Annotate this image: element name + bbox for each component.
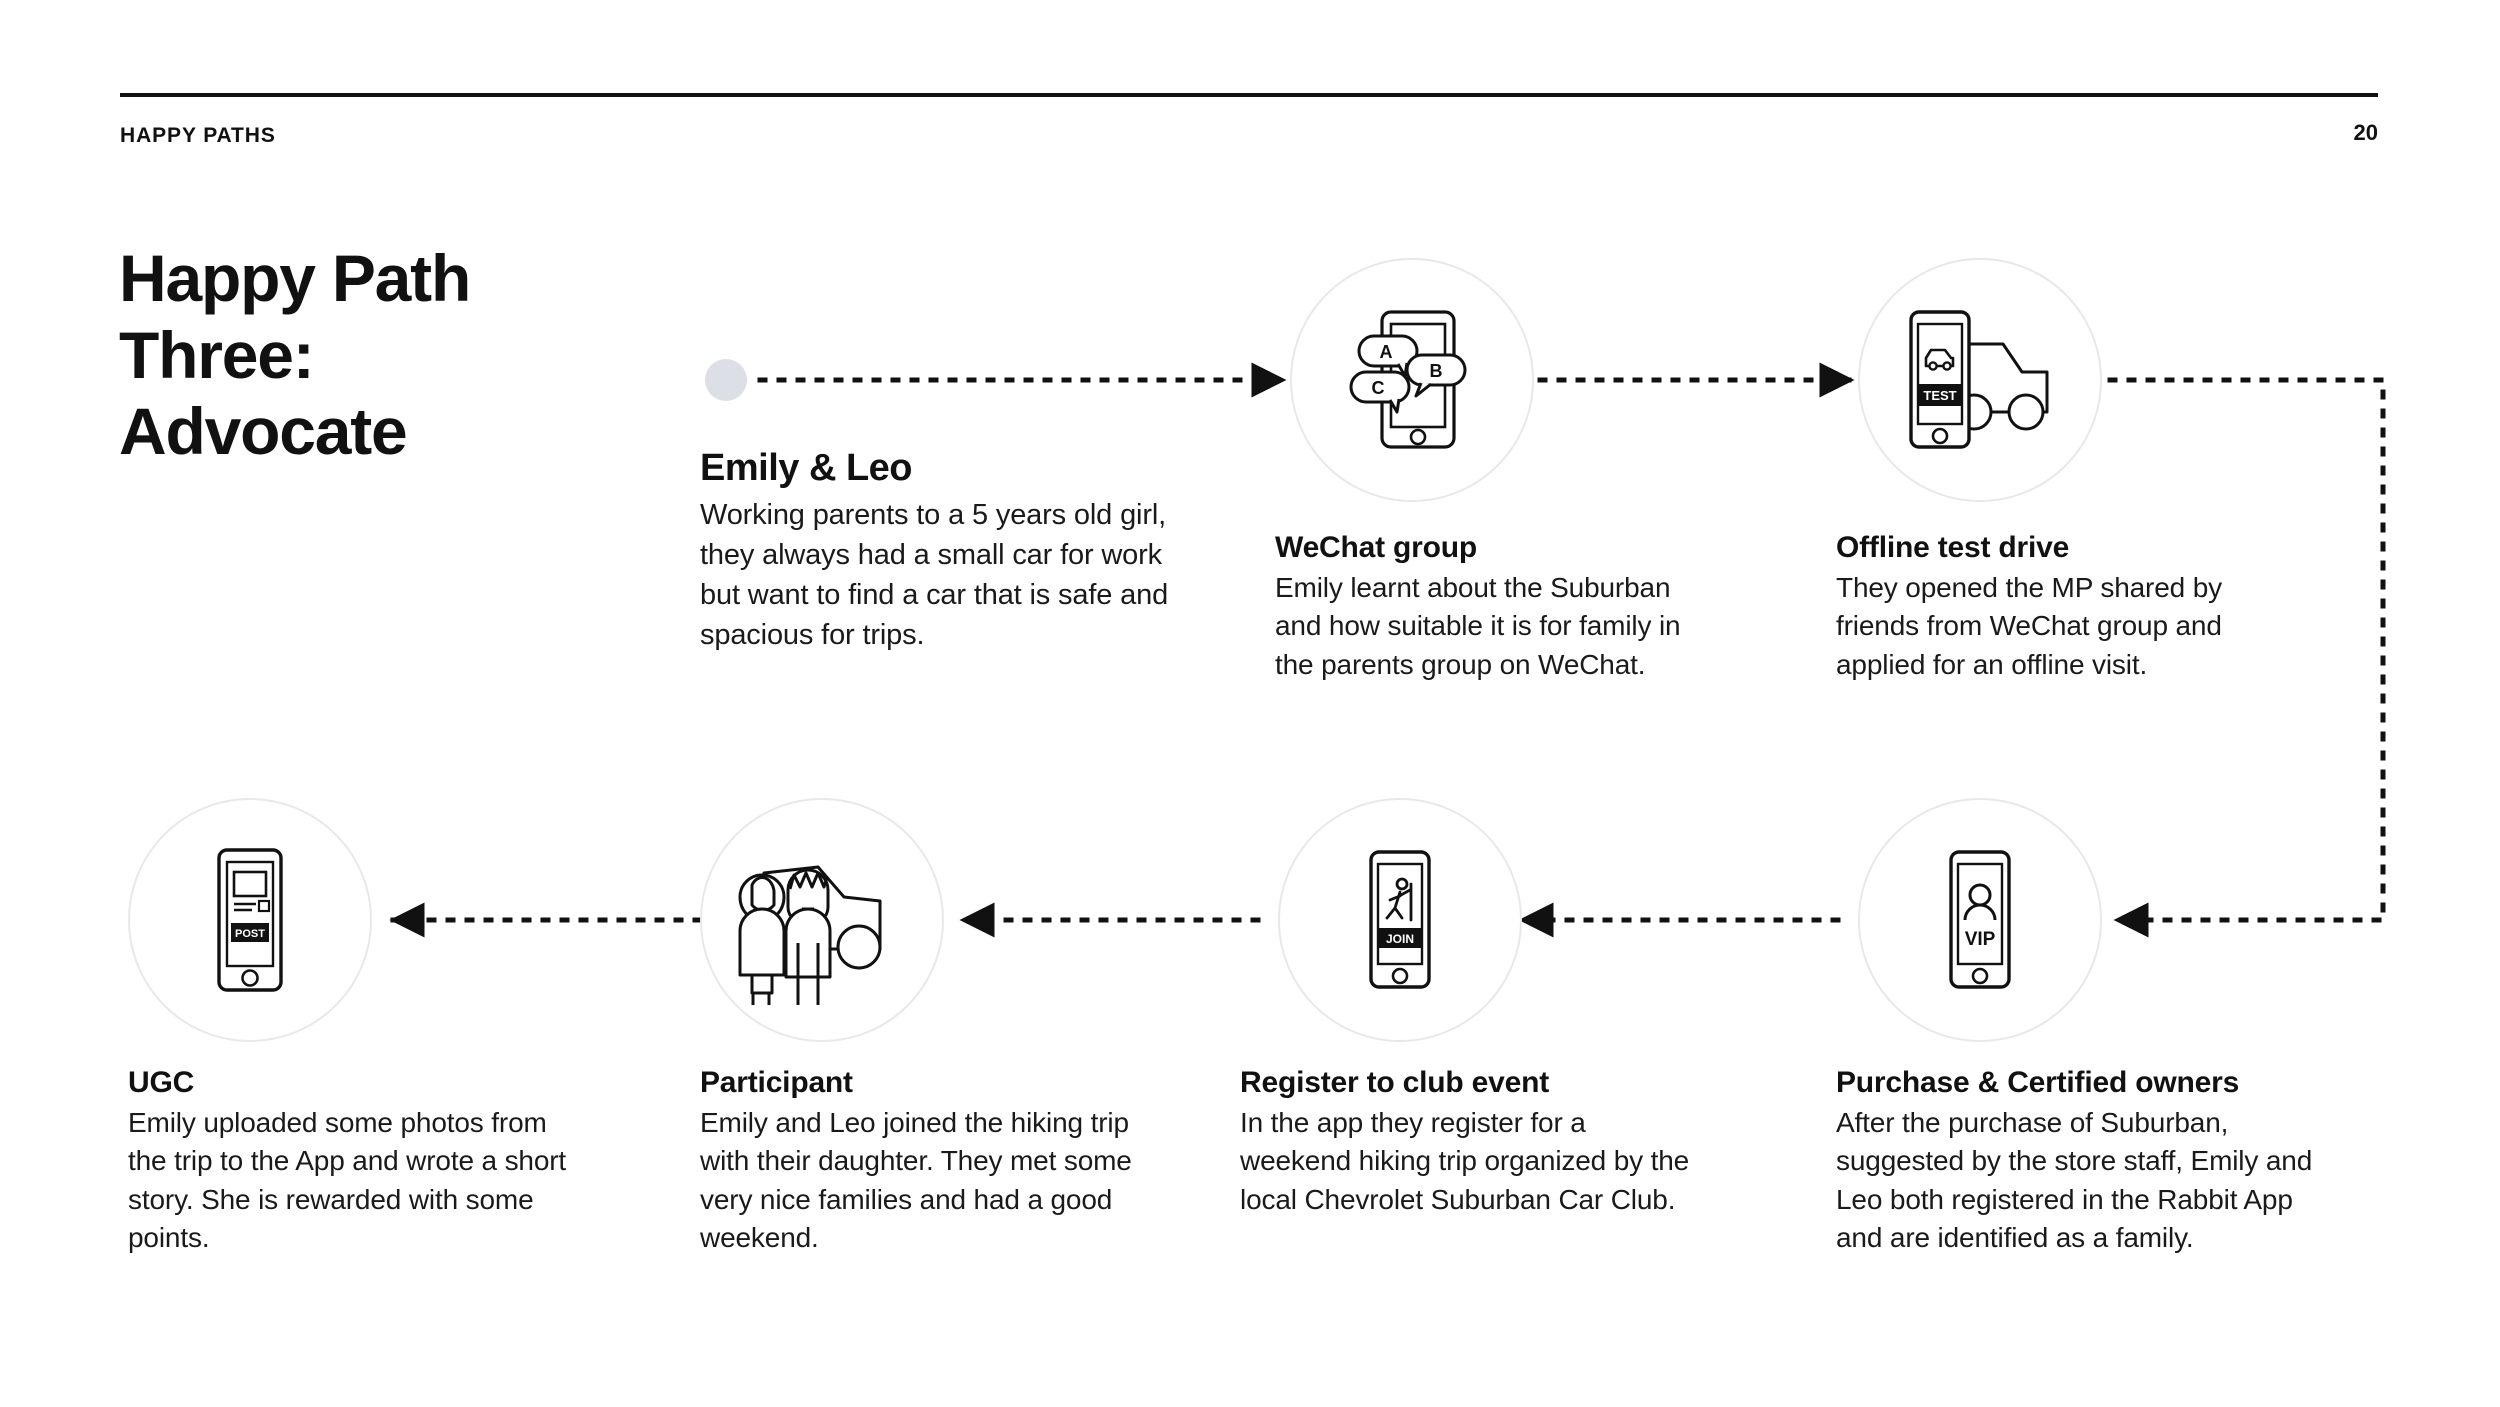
step-body: Emily learnt about the Suburban and how … xyxy=(1275,571,1681,680)
step-block-ugc: UGC Emily uploaded some photos from the … xyxy=(128,1065,578,1258)
node-participant[interactable] xyxy=(700,798,944,1042)
persona-name: Emily & Leo xyxy=(700,447,913,489)
step-title: Offline test drive xyxy=(1836,531,2070,564)
page-title-line-3: Advocate xyxy=(119,394,408,469)
persona-description: Working parents to a 5 years old girl, t… xyxy=(700,499,1169,652)
step-title: Register to club event xyxy=(1240,1066,1550,1099)
phone-post-photo-icon: POST xyxy=(217,848,283,992)
node-ugc[interactable]: POST xyxy=(128,798,372,1042)
node-offline-test-drive[interactable]: TEST xyxy=(1858,258,2102,502)
phone-hiking-join-icon: JOIN xyxy=(1369,850,1431,989)
page-title-line-1: Happy Path xyxy=(119,241,471,315)
page-title-line-2: Three: xyxy=(119,317,315,392)
step-body: In the app they register for a weekend h… xyxy=(1240,1106,1690,1215)
step-block-offline-test-drive: Offline test drive They opened the MP sh… xyxy=(1836,530,2296,684)
svg-text:C: C xyxy=(1372,378,1385,398)
node-register-club-event[interactable]: JOIN xyxy=(1278,798,1522,1042)
svg-text:B: B xyxy=(1430,361,1443,381)
step-body: Emily and Leo joined the hiking trip wit… xyxy=(700,1106,1132,1254)
persona-block: Emily & Leo Working parents to a 5 years… xyxy=(700,445,1170,655)
step-title: WeChat group xyxy=(1275,531,1478,564)
page-title: Happy Path Three: Advocate xyxy=(119,240,639,470)
step-title: Purchase & Certified owners xyxy=(1836,1066,2240,1099)
header-divider xyxy=(120,93,2378,97)
svg-text:JOIN: JOIN xyxy=(1386,932,1414,946)
journey-start-dot xyxy=(705,359,747,401)
node-purchase-certified-owners[interactable]: VIP xyxy=(1858,798,2102,1042)
step-block-wechat-group: WeChat group Emily learnt about the Subu… xyxy=(1275,530,1723,684)
step-title: Participant xyxy=(700,1066,853,1099)
step-block-purchase-certified-owners: Purchase & Certified owners After the pu… xyxy=(1836,1065,2316,1258)
family-with-car-icon xyxy=(738,865,882,1005)
node-wechat-group[interactable]: A B C xyxy=(1290,258,1534,502)
phone-vip-member-icon: VIP xyxy=(1949,850,2011,989)
step-block-participant: Participant Emily and Leo joined the hik… xyxy=(700,1065,1150,1258)
step-body: After the purchase of Suburban, suggeste… xyxy=(1836,1106,2313,1254)
page-number: 20 xyxy=(2353,120,2378,145)
svg-text:VIP: VIP xyxy=(1965,929,1996,950)
header-section-label: HAPPY PATHS xyxy=(120,124,276,147)
step-title: UGC xyxy=(128,1066,195,1099)
svg-text:A: A xyxy=(1380,342,1393,362)
step-body: Emily uploaded some photos from the trip… xyxy=(128,1106,567,1254)
phone-car-test-drive-icon: TEST xyxy=(1909,310,2049,449)
svg-text:TEST: TEST xyxy=(1923,388,1956,403)
step-body: They opened the MP shared by friends fro… xyxy=(1836,571,2222,680)
phone-chat-bubbles-icon: A B C xyxy=(1349,310,1467,449)
step-block-register-club-event: Register to club event In the app they r… xyxy=(1240,1065,1690,1219)
svg-text:POST: POST xyxy=(235,928,265,940)
